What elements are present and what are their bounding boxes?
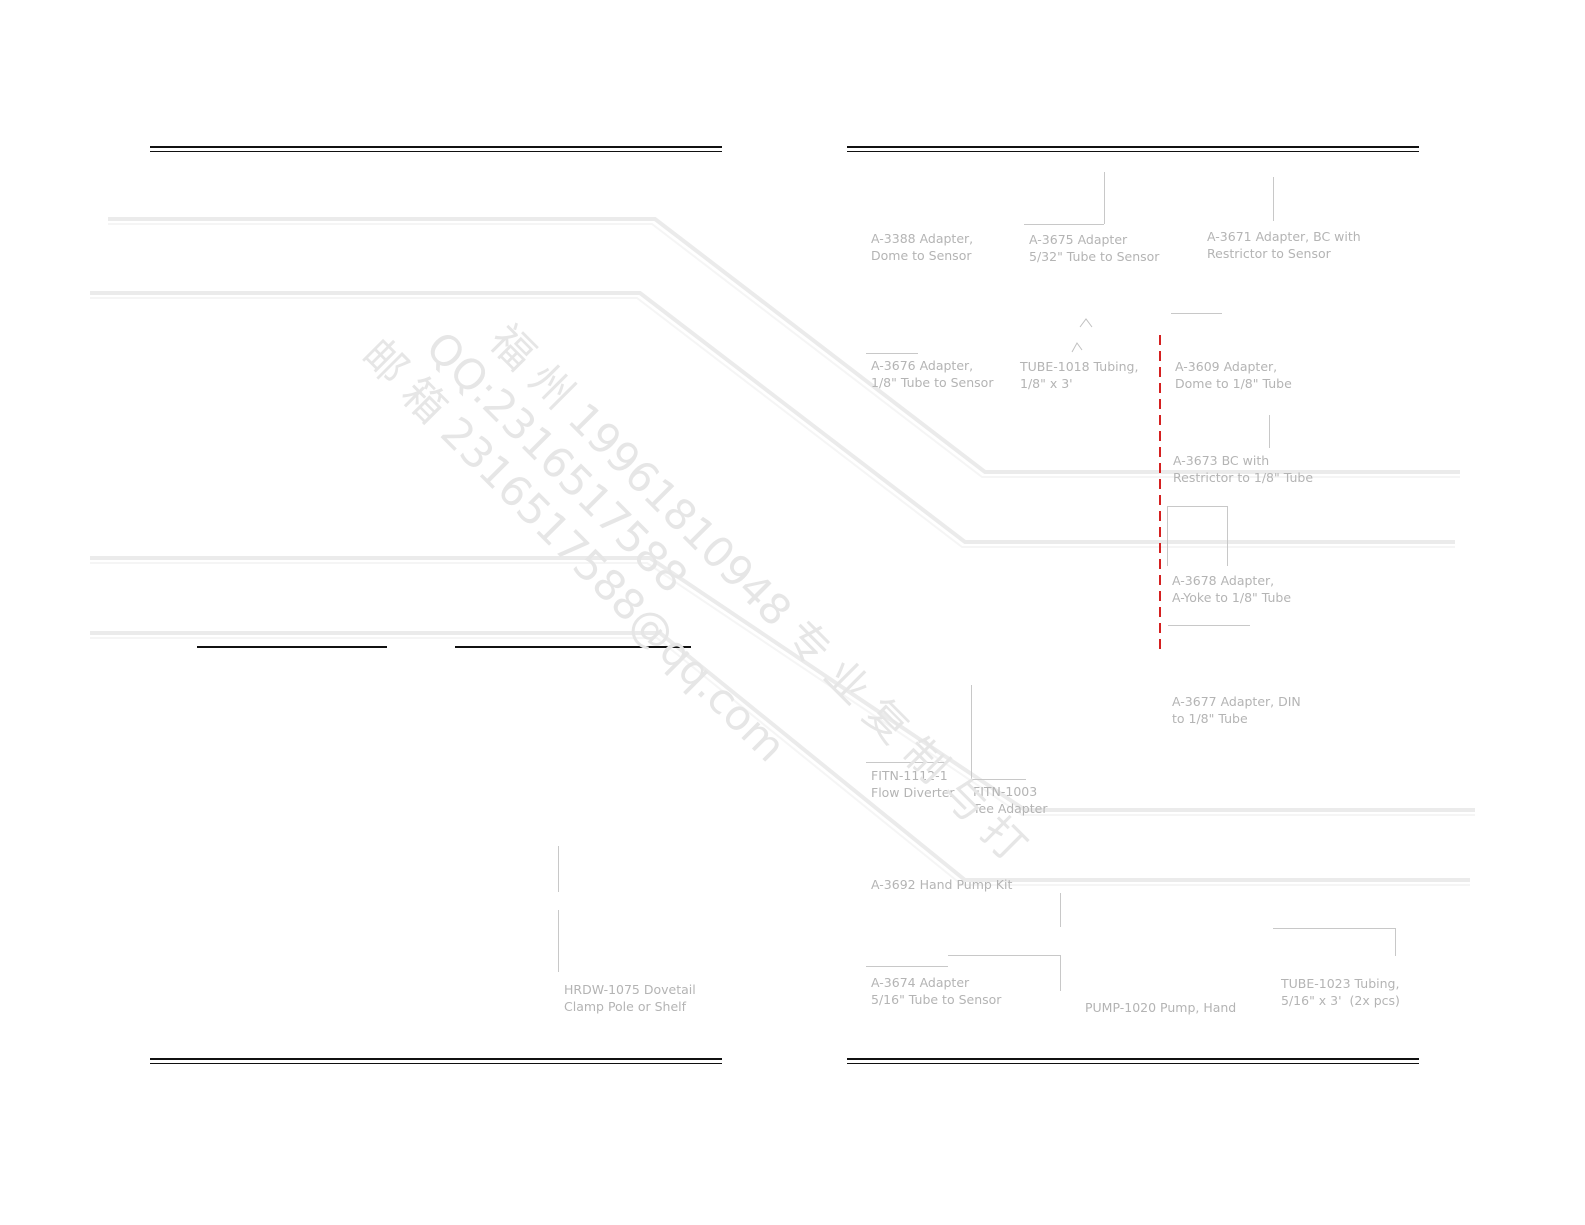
label-a3678: A-3678 Adapter, A-Yoke to 1/8" Tube — [1172, 573, 1292, 605]
leader-line — [1227, 506, 1228, 566]
label-a3673: A-3673 BC with Restrictor to 1/8" Tube — [1173, 453, 1314, 485]
right-bottom-rule-thin — [847, 1063, 1419, 1064]
leader-line — [948, 955, 1060, 956]
label-a3692: A-3692 Hand Pump Kit — [871, 877, 1013, 892]
leader-line — [866, 966, 948, 967]
leader-line — [1060, 955, 1061, 991]
right-bottom-rule — [847, 1058, 1419, 1060]
leader-line — [1060, 893, 1061, 927]
left-top-rule — [150, 146, 722, 148]
swoosh-line — [108, 217, 1460, 474]
right-top-rule-thin — [847, 151, 1419, 152]
leader-line — [866, 762, 948, 763]
left-top-rule-thin — [150, 151, 722, 152]
label-a3677: A-3677 Adapter, DIN to 1/8" Tube — [1172, 694, 1301, 726]
label-a3609: A-3609 Adapter, Dome to 1/8" Tube — [1175, 359, 1292, 391]
leader-line — [1269, 415, 1270, 448]
label-hrdw1075: HRDW-1075 Dovetail Clamp Pole or Shelf — [564, 982, 696, 1014]
right-top-rule — [847, 146, 1419, 148]
leader-line — [1167, 506, 1227, 507]
label-tube1018: TUBE-1018 Tubing, 1/8" x 3' — [1020, 359, 1139, 391]
swoosh-line — [90, 297, 1455, 548]
swoosh-line — [90, 637, 1470, 886]
swoosh-line — [90, 562, 1475, 816]
underline-left — [197, 646, 387, 648]
label-a3388: A-3388 Adapter, Dome to Sensor — [871, 231, 974, 263]
label-tube1023: TUBE-1023 Tubing, 5/16" x 3' (2x pcs) — [1281, 976, 1400, 1008]
label-pump1020: PUMP-1020 Pump, Hand — [1085, 1000, 1237, 1015]
leader-line — [1273, 928, 1395, 929]
swoosh-line — [108, 223, 1460, 478]
left-bottom-rule — [150, 1058, 722, 1060]
leader-line — [971, 685, 972, 779]
leader-line — [866, 353, 918, 354]
swoosh-line — [90, 291, 1455, 544]
leader-line — [1168, 625, 1250, 626]
leader-line — [558, 910, 559, 972]
swoosh-line — [90, 631, 1470, 882]
arrow-icon — [1071, 342, 1083, 353]
leader-line — [1167, 506, 1168, 566]
label-fitn1003: FITN-1003 Tee Adapter — [973, 784, 1048, 816]
label-a3676: A-3676 Adapter, 1/8" Tube to Sensor — [871, 358, 994, 390]
label-fitn1112: FITN-1112-1 Flow Diverter — [871, 768, 955, 800]
label-a3675: A-3675 Adapter 5/32" Tube to Sensor — [1029, 232, 1160, 264]
leader-line — [1171, 313, 1222, 314]
label-a3674: A-3674 Adapter 5/16" Tube to Sensor — [871, 975, 1002, 1007]
leader-line — [1024, 224, 1104, 225]
label-a3671: A-3671 Adapter, BC with Restrictor to Se… — [1207, 229, 1361, 261]
leader-line — [971, 779, 1026, 780]
swoosh-line — [90, 556, 1475, 812]
leader-line — [1104, 172, 1105, 224]
underline-right — [455, 646, 691, 648]
leader-line — [1395, 928, 1396, 956]
left-bottom-rule-thin — [150, 1063, 722, 1064]
leader-line — [558, 846, 559, 892]
leader-line — [1273, 177, 1274, 221]
arrow-icon — [1079, 318, 1093, 328]
